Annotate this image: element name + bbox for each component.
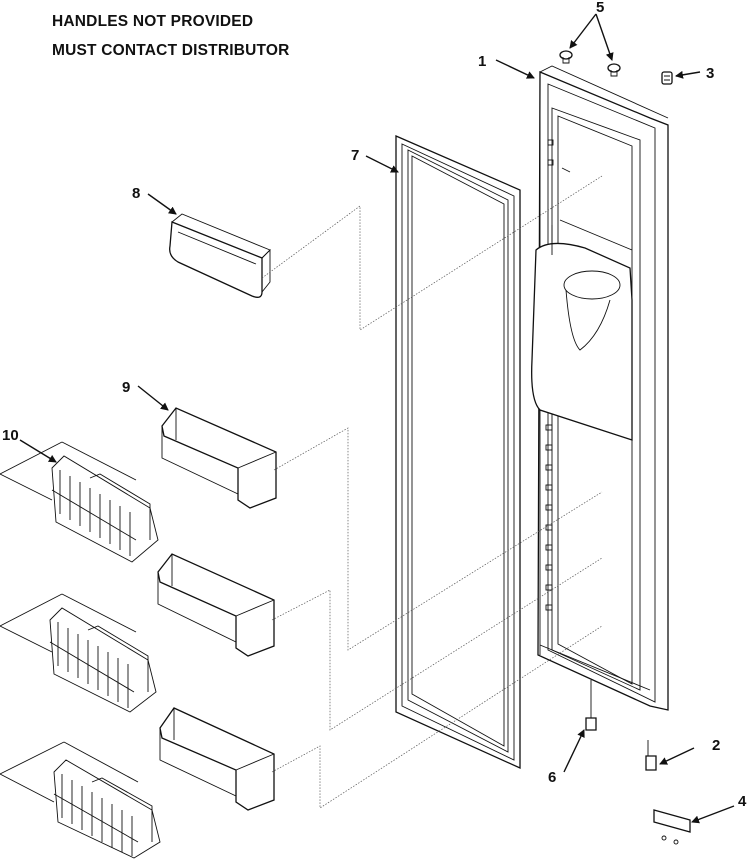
note-distributor: MUST CONTACT DISTRIBUTOR — [52, 42, 290, 59]
wire-rack-bottom — [53, 759, 161, 859]
callout-8: 8 — [132, 185, 140, 202]
door-assembly — [531, 65, 669, 711]
door-gasket — [395, 135, 521, 770]
callout-6: 6 — [548, 769, 556, 786]
wire-rack-top — [51, 455, 159, 563]
small-door-bin — [169, 213, 271, 298]
callout-1: 1 — [478, 53, 486, 70]
door-bin-top — [161, 407, 277, 509]
callout-4: 4 — [738, 793, 747, 810]
callout-3: 3 — [706, 65, 714, 82]
callout-10: 10 — [2, 427, 19, 444]
lower-hinge-pin — [645, 740, 657, 771]
note-handles: HANDLES NOT PROVIDED — [52, 13, 254, 30]
callout-5: 5 — [596, 0, 604, 16]
callout-leaders — [19, 13, 735, 824]
top-hinge-bushing — [661, 71, 673, 85]
top-plugs — [559, 50, 621, 77]
alignment-lines — [261, 175, 603, 809]
callout-2: 2 — [712, 737, 720, 754]
hinge-bracket — [653, 809, 691, 845]
rack-leader-lines — [0, 441, 139, 803]
callout-7: 7 — [351, 147, 359, 164]
door-bin-bottom — [159, 707, 275, 811]
callout-9: 9 — [122, 379, 130, 396]
door-stop — [585, 680, 597, 731]
callout-numbers: 1 2 3 4 5 6 7 8 9 10 — [2, 0, 747, 810]
wire-rack-middle — [49, 607, 157, 713]
door-bin-middle — [157, 553, 275, 657]
